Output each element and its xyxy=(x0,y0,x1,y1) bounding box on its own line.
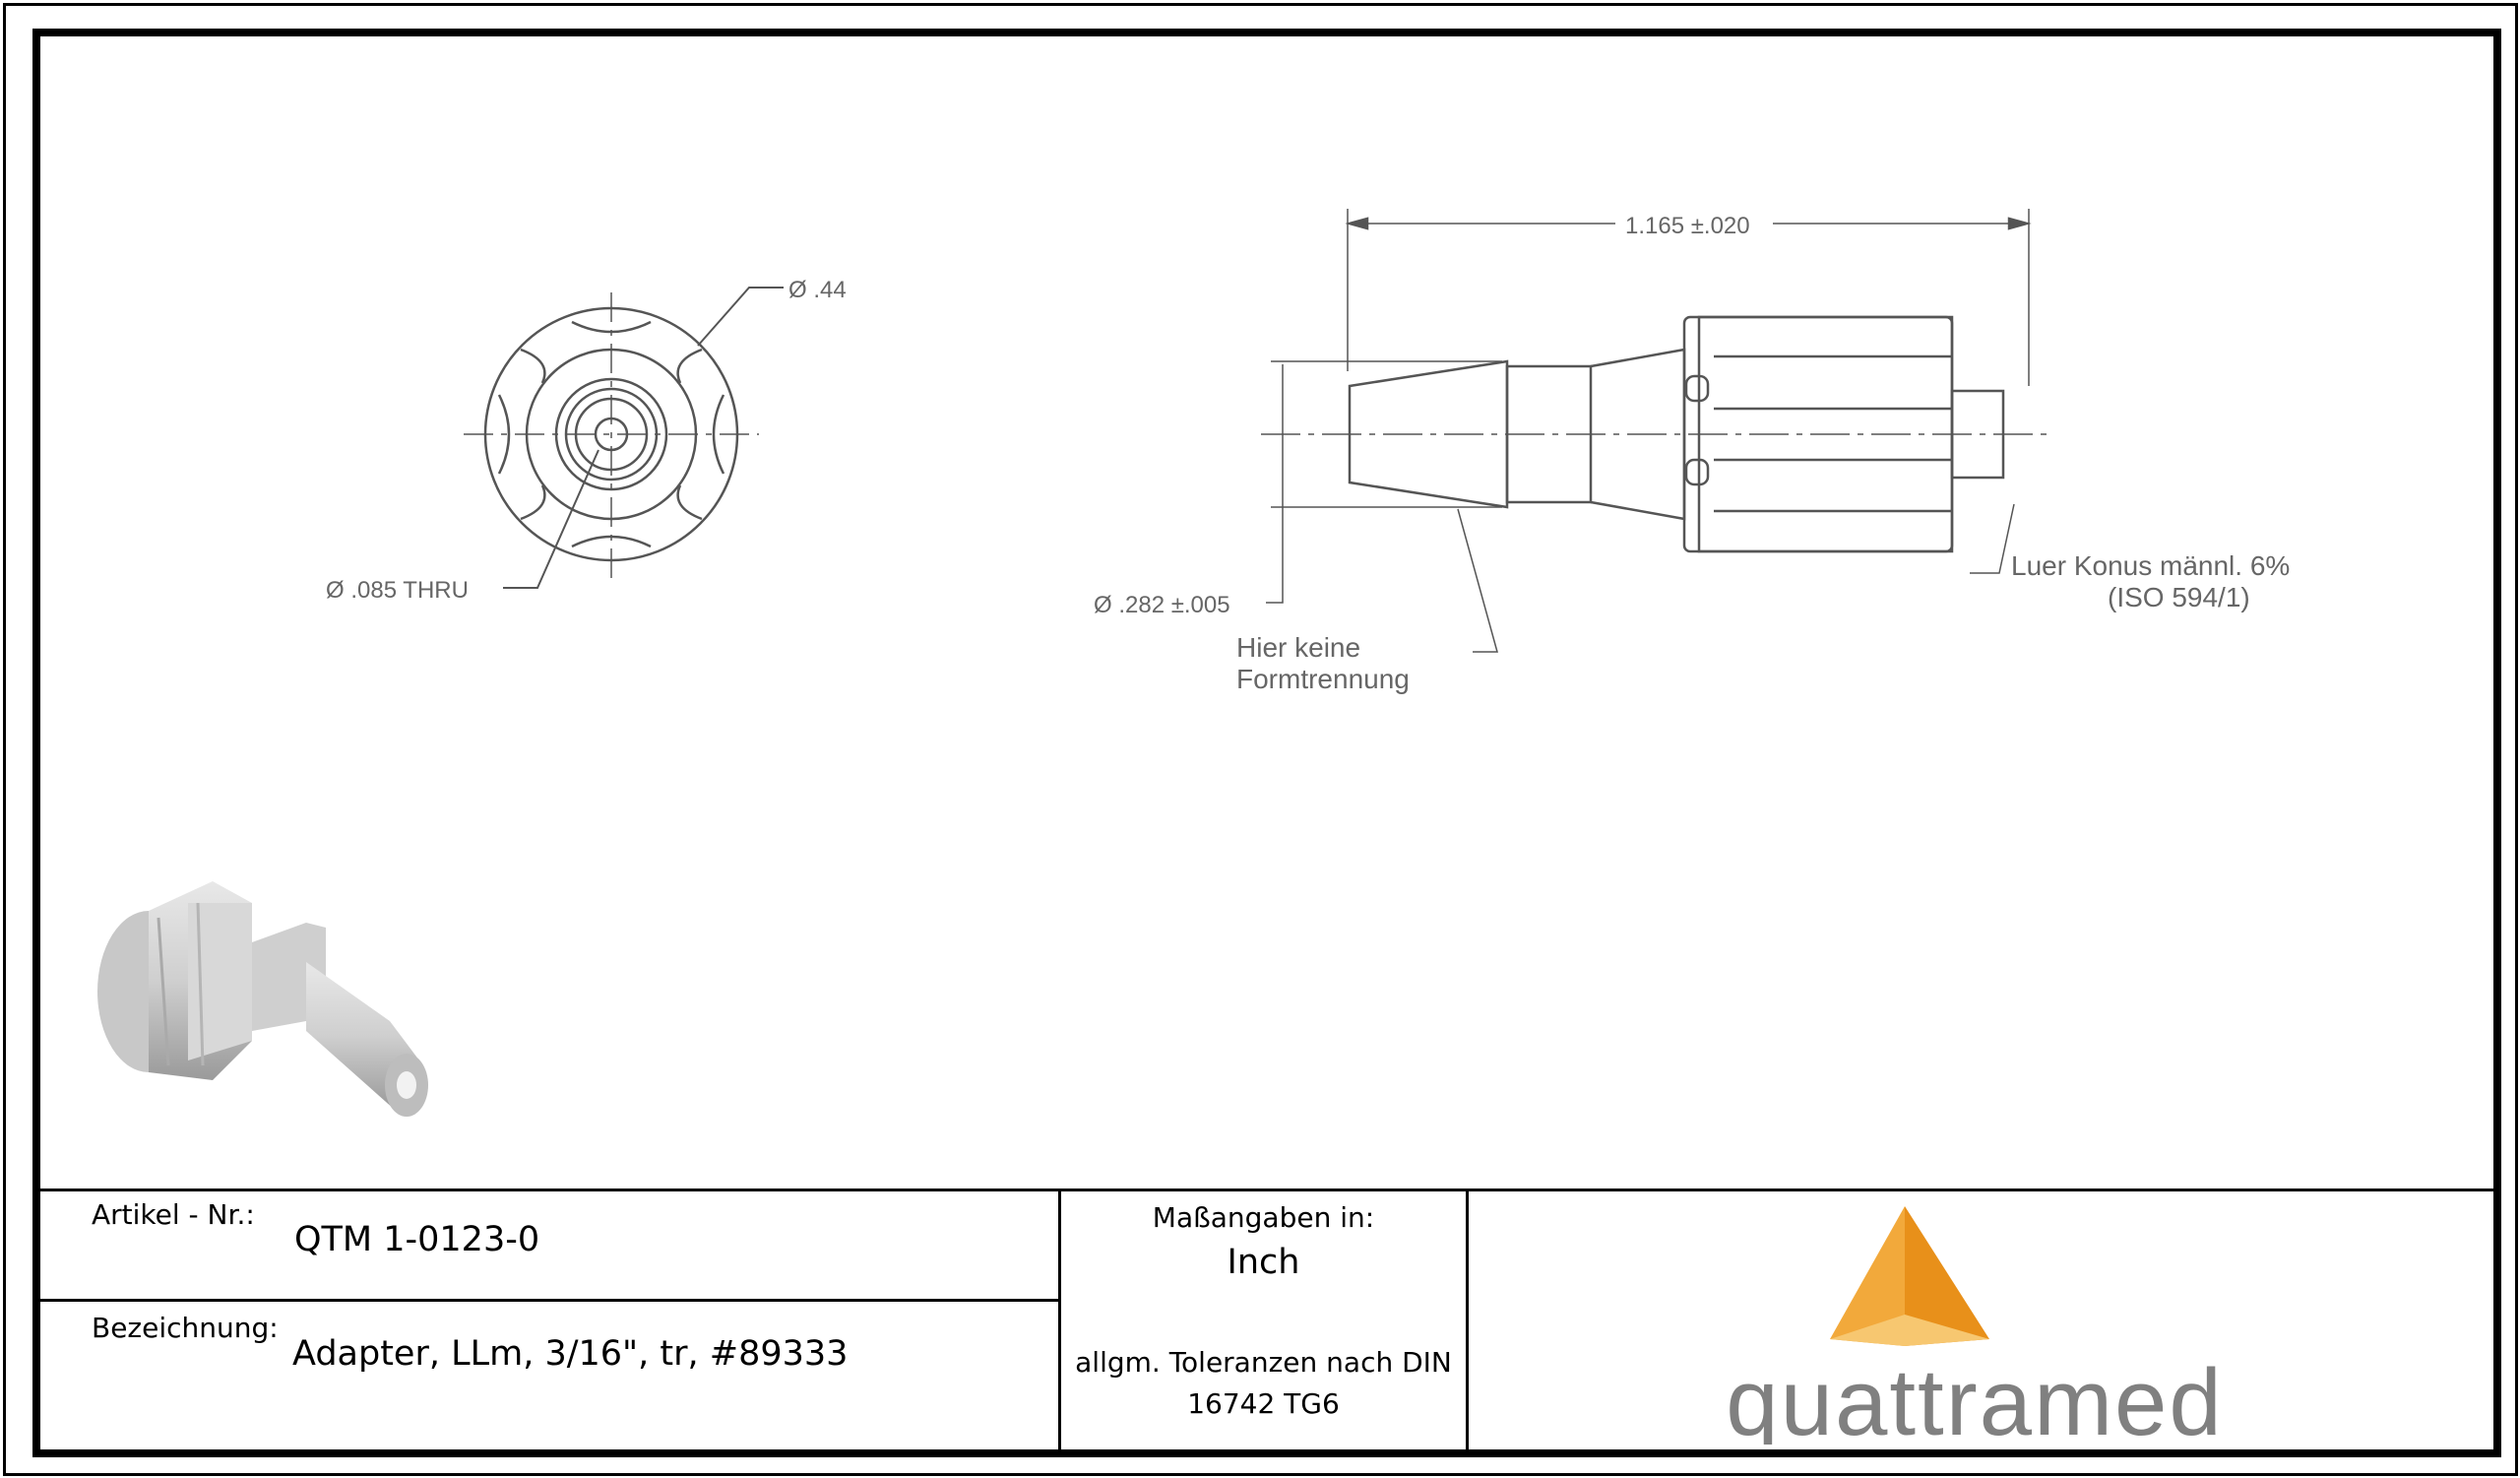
quattramed-logo: quattramed xyxy=(1726,1206,2224,1445)
no-parting-line-note-2: Formtrennung xyxy=(1236,664,1410,694)
no-parting-line-note-1: Hier keine xyxy=(1236,632,1360,663)
side-view xyxy=(1261,209,2048,653)
front-bore-label: Ø .085 THRU xyxy=(326,577,469,604)
tolerance-line-2: 16742 TG6 xyxy=(1187,1387,1340,1420)
front-view xyxy=(464,287,784,589)
logo-wordmark: quattramed xyxy=(1726,1350,2224,1445)
drawing-sheet: Ø .44 Ø .085 THRU xyxy=(32,29,2501,1457)
title-block-top-line xyxy=(40,1189,2493,1191)
article-value: QTM 1-0123-0 xyxy=(294,1220,540,1259)
luer-note-2: (ISO 594/1) xyxy=(2108,582,2250,612)
article-label: Artikel - Nr.: xyxy=(92,1198,255,1231)
logo-bottom-face xyxy=(1830,1315,1989,1346)
units-value: Inch xyxy=(1227,1243,1300,1282)
logo-right-face xyxy=(1905,1206,1989,1346)
front-outer-diameter-label: Ø .44 xyxy=(788,277,847,303)
logo-left-face xyxy=(1830,1206,1905,1346)
units-label: Maßangaben in: xyxy=(1152,1201,1375,1234)
sheet-outer-frame xyxy=(3,3,2518,1476)
tolerance-line-1: allgm. Toleranzen nach DIN xyxy=(1075,1346,1452,1379)
title-block-divider-2 xyxy=(1466,1189,1469,1449)
technical-drawing: Ø .44 Ø .085 THRU xyxy=(97,209,2290,1117)
tip-diameter-label: Ø .282 ±.005 xyxy=(1094,592,1230,618)
description-label: Bezeichnung: xyxy=(92,1312,279,1344)
length-dimension-label: 1.165 ±.020 xyxy=(1625,213,1750,239)
description-value: Adapter, LLm, 3/16", tr, #89333 xyxy=(292,1334,849,1374)
title-block-mid-line xyxy=(40,1299,1060,1302)
part-3d-render xyxy=(97,881,428,1117)
title-block-divider-1 xyxy=(1058,1189,1061,1449)
luer-note-1: Luer Konus männl. 6% xyxy=(2011,550,2290,581)
